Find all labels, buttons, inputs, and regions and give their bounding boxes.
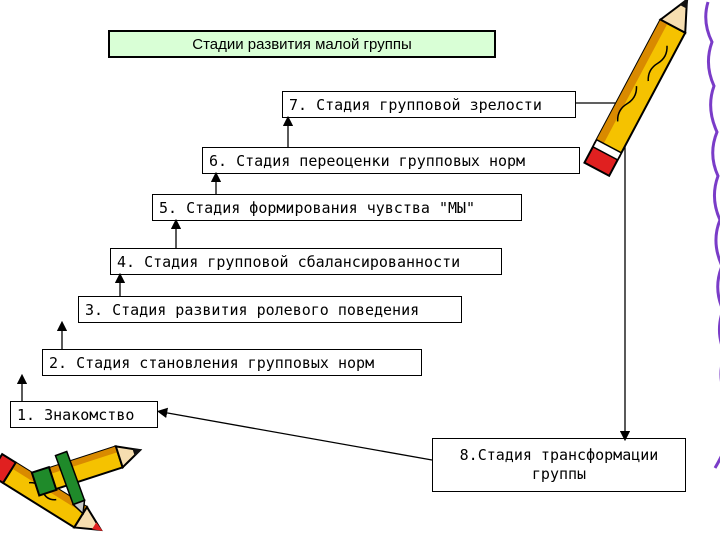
diagram-title: Стадии развития малой группы (108, 30, 496, 58)
stage-2: 2. Стадия становления групповых норм (42, 349, 422, 376)
stage-8-line2: группы (531, 465, 587, 483)
stage-8: 8.Стадия трансформации группы (432, 438, 686, 492)
stage-1: 1. Знакомство (10, 401, 158, 428)
green-pen-icon (54, 450, 86, 516)
stage-3: 3. Стадия развития ролевого поведения (78, 296, 462, 323)
stage-7: 7. Стадия групповой зрелости (282, 91, 576, 118)
stage-4: 4. Стадия групповой сбалансированности (110, 248, 502, 275)
pencil-green-cap-icon (30, 445, 143, 497)
pencil-top-right-icon (583, 0, 689, 178)
stage-8-line1: 8.Стадия трансформации (459, 446, 659, 464)
stage-6: 6. Стадия переоценки групповых норм (202, 147, 580, 174)
stage-5: 5. Стадия формирования чувства "МЫ" (152, 194, 522, 221)
purple-squiggle (704, 1, 720, 469)
arrow-8-to-1 (156, 407, 433, 461)
